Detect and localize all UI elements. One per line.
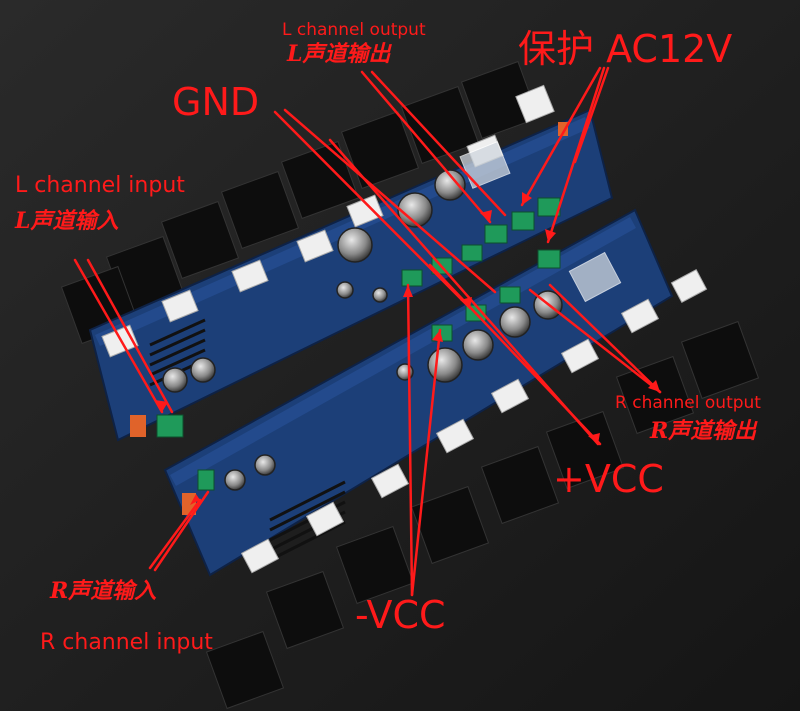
l-channel-input-cn-label: L声道输入 (15, 208, 119, 234)
protect-ac12v-label: 保护 AC12V (518, 27, 733, 71)
l-channel-input-label: L channel input (15, 173, 185, 198)
annotation-arrows (73, 66, 662, 597)
r-channel-output-cn-label: R声道输出 (650, 418, 757, 444)
positive-vcc-label: +VCC (553, 457, 664, 501)
l-channel-output-label: L channel output (282, 20, 426, 40)
l-channel-output-cn-label: L声道输出 (287, 41, 391, 67)
r-channel-output-label: R channel output (615, 393, 761, 413)
r-channel-input-label: R channel input (40, 630, 213, 655)
gnd-label: GND (172, 80, 260, 124)
arrow-heads (155, 192, 660, 505)
r-channel-input-cn-label: R声道输入 (50, 578, 157, 604)
negative-vcc-label: -VCC (355, 593, 446, 637)
